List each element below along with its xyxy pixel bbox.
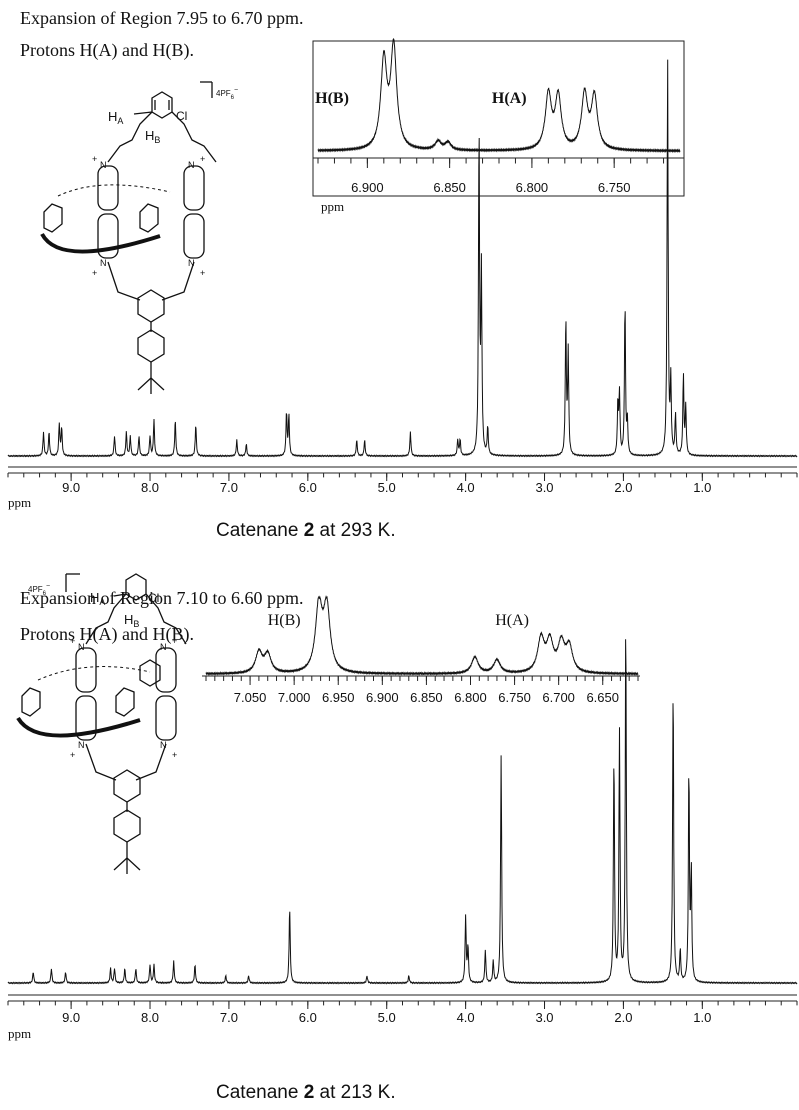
inset2-tick-label: 7.000: [278, 690, 311, 705]
inset1-frame: [312, 40, 685, 197]
axis2-tick-label: 1.0: [693, 1010, 711, 1025]
caption-293k-compound: 2: [303, 520, 315, 541]
spectrum-293k-chart: 6.900 6.850 6.800 6.750 H(B) H(A) ppm 9.0 8.0…: [7, 37, 798, 510]
svg-text:N: N: [100, 258, 107, 268]
axis1-tick-label: 1.0: [693, 480, 711, 495]
axis2-ppm-label: ppm: [8, 1026, 31, 1041]
svg-text:HA: HA: [108, 109, 123, 126]
caption-213k-suffix: at 213 K.: [314, 1082, 396, 1103]
inset2-peak-label: H(A): [495, 612, 529, 629]
caption-293k-suffix: at 293 K.: [314, 520, 396, 541]
counterion-label-2: 4PF: [28, 585, 43, 594]
caption-293k-prefix: Catenane: [216, 520, 304, 541]
svg-text:HA: HA: [90, 590, 105, 607]
inset2-peak-label: H(B): [268, 612, 301, 629]
catenane-structure-213k-body: HA Cl HB 4PF6− +N +N +N +N: [16, 573, 187, 874]
cl-label-2: Cl: [148, 591, 159, 605]
panel1-header-line2: Protons H(A) and H(B).: [20, 40, 194, 60]
inset2-tick-label: 6.700: [542, 690, 575, 705]
svg-text:+: +: [70, 750, 75, 760]
svg-text:HB: HB: [145, 128, 160, 145]
axis1-tick-label: 2.0: [614, 480, 632, 495]
svg-text:+: +: [92, 268, 97, 278]
axis1-tick-label: 5.0: [378, 480, 396, 495]
axis1-tick-label: 6.0: [299, 480, 317, 495]
caption-293k: Catenane 2 at 293 K.: [216, 520, 396, 542]
cl-label: Cl: [176, 109, 187, 123]
axis2-tick-label: 7.0: [220, 1010, 238, 1025]
svg-text:4PF6−: 4PF6−: [28, 583, 50, 597]
axis2-tick-label: 4.0: [457, 1010, 475, 1025]
axis1-tick-label: 3.0: [535, 480, 553, 495]
ha-label-2: H: [90, 590, 99, 605]
counterion-sub-2: 6: [43, 591, 47, 597]
svg-text:+: +: [200, 268, 205, 278]
svg-text:N: N: [78, 740, 85, 750]
inset2-tick-label: 6.950: [322, 690, 355, 705]
axis1-tick-label: 7.0: [220, 480, 238, 495]
axis2-tick-label: 6.0: [299, 1010, 317, 1025]
inset1-tick-label: 6.750: [598, 180, 631, 195]
axis2-tick-label: 5.0: [378, 1010, 396, 1025]
caption-213k-compound: 2: [303, 1082, 315, 1103]
inset2-tick-label: 6.800: [454, 690, 487, 705]
svg-text:+: +: [92, 154, 97, 164]
inset2-tick-label: 6.850: [410, 690, 443, 705]
hb-sub-2: B: [133, 619, 139, 629]
svg-text:N: N: [160, 642, 167, 652]
axis2-tick-label: 8.0: [141, 1010, 159, 1025]
axis2-tick-label: 9.0: [62, 1010, 80, 1025]
inset2-trace: [205, 594, 639, 677]
caption-213k: Catenane 2 at 213 K.: [216, 1082, 396, 1104]
axis1-ppm-label: ppm: [8, 495, 31, 510]
svg-text:+: +: [200, 154, 205, 164]
svg-text:N: N: [188, 160, 195, 170]
inset1-tick-label: 6.800: [516, 180, 549, 195]
counterion-sup: −: [234, 87, 238, 94]
svg-text:N: N: [100, 160, 107, 170]
svg-text:HB: HB: [124, 612, 139, 629]
catenane-structure-293k: HA Cl HB 4PF6− +N +N +N +N: [40, 81, 238, 394]
panel2-header-line2: Protons H(A) and H(B).: [20, 624, 194, 644]
svg-text:+: +: [172, 636, 177, 646]
spectrum1-trace: [7, 59, 798, 458]
hb-sub: B: [154, 135, 160, 145]
axis2-tick-label: 3.0: [535, 1010, 553, 1025]
spectrum2-trace: [7, 639, 798, 985]
counterion-sup-2: −: [46, 583, 50, 590]
axis1-tick-label: 8.0: [141, 480, 159, 495]
inset2-tick-label: 7.050: [234, 690, 267, 705]
axis1-tick-label: 9.0: [62, 480, 80, 495]
hb-label: H: [145, 128, 154, 143]
ha-label: H: [108, 109, 117, 124]
axis2-tick-label: 2.0: [614, 1010, 632, 1025]
svg-text:N: N: [160, 740, 167, 750]
inset1-peak-label: H(B): [315, 90, 349, 107]
axis1-tick-label: 4.0: [457, 480, 475, 495]
inset2-tick-label: 6.650: [586, 690, 619, 705]
panel2-header-line1: Expansion of Region 7.10 to 6.60 ppm.: [20, 588, 304, 608]
counterion-sub: 6: [231, 95, 235, 101]
inset1-tick-label: 6.900: [351, 180, 384, 195]
caption-213k-prefix: Catenane: [216, 1082, 304, 1103]
inset1-tick-label: 6.850: [433, 180, 466, 195]
inset2-tick-label: 6.900: [366, 690, 399, 705]
svg-text:+: +: [172, 750, 177, 760]
catenane-structure-213k: [139, 659, 161, 687]
spectrum-213k-chart: 7.050 7.000 6.950 6.900 6.850 6.800 6.750 6.700…: [7, 573, 798, 1041]
inset1-trace: [317, 37, 681, 154]
hb-label-2: H: [124, 612, 133, 627]
ha-sub-2: A: [99, 597, 105, 607]
svg-text:N: N: [188, 258, 195, 268]
svg-text:+: +: [70, 636, 75, 646]
counterion-label: 4PF: [216, 89, 231, 98]
ha-sub: A: [117, 116, 123, 126]
inset1-ppm-label: ppm: [321, 199, 344, 214]
inset1-peak-label: H(A): [492, 90, 527, 107]
svg-text:4PF6−: 4PF6−: [216, 87, 238, 101]
svg-text:N: N: [78, 642, 85, 652]
panel1-header-line1: Expansion of Region 7.95 to 6.70 ppm.: [20, 8, 304, 28]
inset2-tick-label: 6.750: [498, 690, 531, 705]
